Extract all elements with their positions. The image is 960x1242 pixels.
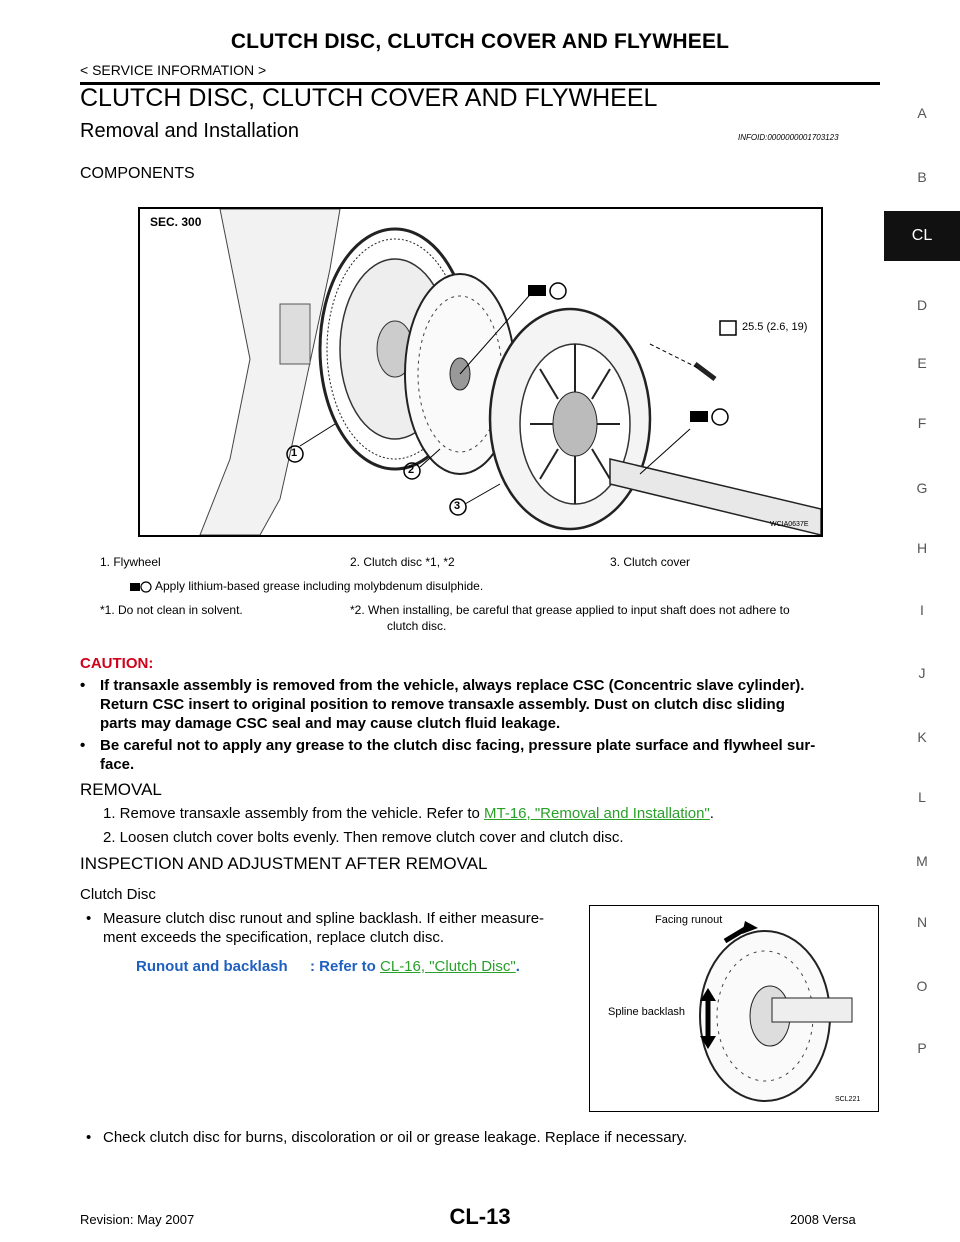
spec-refer-text: : Refer to: [310, 958, 381, 975]
cl-16-link[interactable]: CL-16, "Clutch Disc": [380, 958, 516, 975]
inspection-bullet-1-line-1: Measure clutch disc runout and spline ba…: [103, 910, 545, 927]
footer-page-number: CL-13: [449, 1204, 511, 1229]
sec-label: SEC. 300: [150, 215, 202, 229]
inspection-bullet-2: Check clutch disc for burns, discolorati…: [103, 1129, 688, 1146]
tab-h[interactable]: H: [916, 540, 928, 556]
footer-revision: Revision: May 2007: [80, 1212, 195, 1227]
mt-16-link[interactable]: MT-16, "Removal and Installation": [484, 805, 710, 822]
legend-note-2-cont: clutch disc.: [387, 619, 447, 633]
clutch-disc-illustration: [699, 921, 853, 1102]
page-title: CLUTCH DISC, CLUTCH COVER AND FLYWHEEL: [80, 84, 658, 112]
legend-grease-note: Apply lithium-based grease including mol…: [155, 579, 484, 593]
legend-note-1: *1. Do not clean in solvent.: [100, 603, 243, 617]
components-figure: SEC. 300 25.5 (2.6, 19) 1 2 3 WCIA0637E: [138, 207, 823, 537]
removal-step-2: 2. Loosen clutch cover bolts evenly. The…: [103, 829, 624, 846]
grease-icon: [130, 580, 152, 593]
breadcrumb: < SERVICE INFORMATION >: [80, 62, 267, 78]
inspection-bullet-1: Measure clutch disc runout and spline ba…: [103, 909, 583, 947]
tab-cl[interactable]: CL: [884, 211, 960, 261]
caution-item-2-line-1: Be careful not to apply any grease to th…: [100, 737, 816, 754]
callout-2: 2: [408, 464, 415, 476]
info-id: INFOID:0000000001703123: [738, 133, 839, 142]
tab-k[interactable]: K: [917, 729, 927, 745]
removal-step-1-text: 1. Remove transaxle assembly from the ve…: [103, 805, 484, 822]
tab-p[interactable]: P: [917, 1040, 927, 1056]
side-tab-index: A B CL D E F G H I J K L M N O P: [884, 88, 960, 1088]
inspection-bullet-2-mark: •: [86, 1129, 92, 1146]
running-header-title: CLUTCH DISC, CLUTCH COVER AND FLYWHEEL: [230, 30, 730, 53]
tab-a[interactable]: A: [917, 105, 927, 121]
tab-o[interactable]: O: [916, 978, 928, 994]
removal-step-1-end: .: [709, 805, 714, 822]
spline-backlash-label: Spline backlash: [608, 1006, 686, 1018]
inspection-heading: INSPECTION AND ADJUSTMENT AFTER REMOVAL: [80, 854, 488, 873]
spec-label: Runout and backlash: [136, 958, 288, 975]
tab-e[interactable]: E: [917, 355, 927, 371]
clutch-disc-figure: Facing runout Spline backlash SCL221: [589, 905, 879, 1112]
figure-code: WCIA0637E: [770, 521, 809, 528]
clutch-exploded-illustration: [199, 209, 821, 535]
caution-item-2-line-2: face.: [100, 756, 135, 773]
header-divider: [80, 82, 880, 85]
caution-item-1-line-2: Return CSC insert to original position t…: [100, 696, 785, 713]
callout-1: 1: [291, 447, 298, 459]
spec-reference: : Refer to CL-16, "Clutch Disc".: [310, 958, 520, 975]
tab-b[interactable]: B: [917, 169, 927, 185]
caution-item-1-line-1: If transaxle assembly is removed from th…: [100, 677, 805, 694]
caution-item-2: Be careful not to apply any grease to th…: [100, 736, 880, 774]
torque-value: 25.5 (2.6, 19): [742, 321, 808, 333]
legend-item-flywheel: 1. Flywheel: [100, 555, 161, 569]
tab-f[interactable]: F: [917, 415, 927, 431]
caution-label: CAUTION:: [80, 655, 154, 672]
spec-end: .: [515, 958, 520, 975]
caution-bullet-1: •: [80, 677, 86, 694]
caution-item-1: If transaxle assembly is removed from th…: [100, 676, 880, 733]
tab-n[interactable]: N: [916, 914, 928, 930]
tab-d[interactable]: D: [916, 297, 928, 313]
clutch-disc-subheading: Clutch Disc: [80, 886, 156, 903]
inspection-bullet-1-mark: •: [86, 910, 92, 927]
section-title: Removal and Installation: [80, 120, 300, 142]
figure2-code: SCL221: [835, 1096, 861, 1103]
inspection-bullet-1-line-2: ment exceeds the specification, replace …: [103, 929, 445, 946]
callout-3: 3: [454, 500, 461, 512]
caution-bullet-2: •: [80, 737, 86, 754]
components-heading: COMPONENTS: [80, 165, 195, 182]
removal-heading: REMOVAL: [80, 780, 162, 799]
removal-step-1: 1. Remove transaxle assembly from the ve…: [103, 804, 714, 823]
tab-j[interactable]: J: [918, 665, 926, 681]
legend-note-2: *2. When installing, be careful that gre…: [350, 603, 790, 617]
tab-m[interactable]: M: [916, 853, 928, 869]
caution-item-1-line-3: parts may damage CSC seal and may cause …: [100, 715, 561, 732]
footer-model: 2008 Versa: [790, 1212, 856, 1227]
tab-g[interactable]: G: [916, 480, 928, 496]
legend-item-clutch-cover: 3. Clutch cover: [610, 555, 691, 569]
tab-l[interactable]: L: [918, 789, 926, 805]
facing-runout-label: Facing runout: [655, 914, 723, 926]
legend-item-clutch-disc: 2. Clutch disc *1, *2: [350, 555, 455, 569]
tab-i[interactable]: I: [920, 602, 924, 618]
